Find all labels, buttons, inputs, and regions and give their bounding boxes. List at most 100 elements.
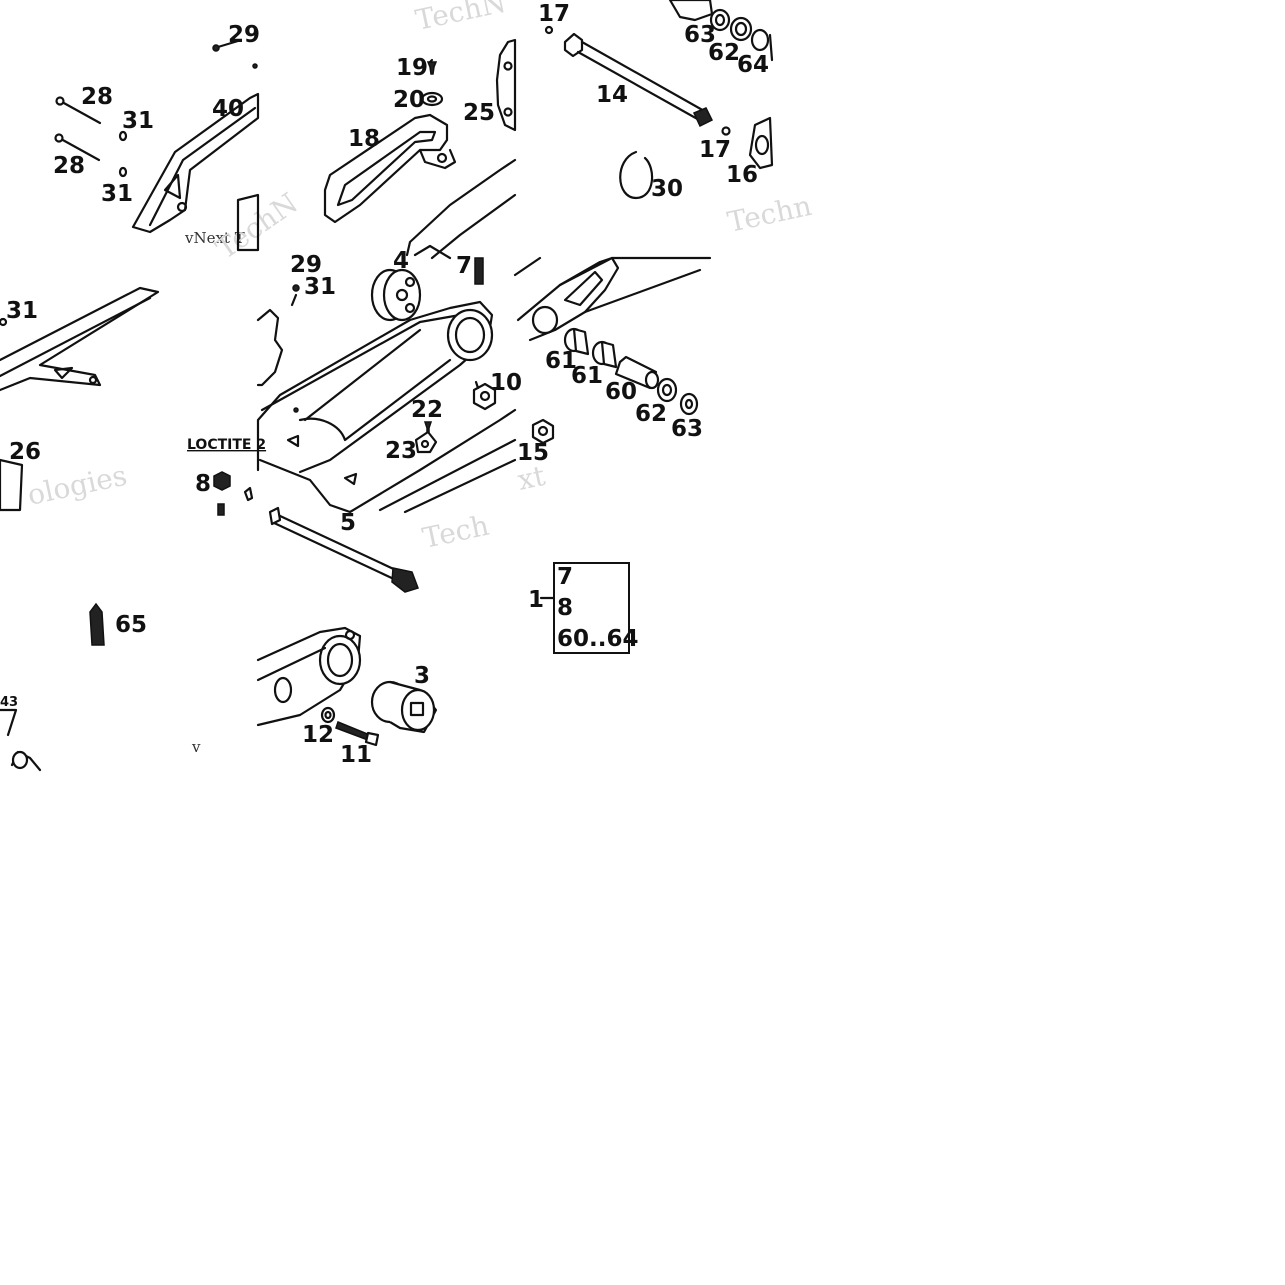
axle-14: [576, 40, 708, 123]
callout-15: 15: [517, 440, 549, 466]
swingarm-tube: [303, 328, 422, 422]
swingarm-window: [563, 270, 604, 307]
bearing-bore: [714, 13, 726, 27]
watermark: TechN: [413, 0, 509, 37]
chain-guide-group: [54, 39, 260, 252]
callout-31: 31: [122, 108, 154, 134]
swingarm-right-bore: [531, 305, 559, 335]
washer-31: [292, 284, 300, 292]
brake-bracket: [256, 308, 284, 387]
swingarm-right-tube: [583, 268, 702, 314]
pivot-bush-bore: [395, 288, 409, 302]
needle-bearing-61-body: [600, 340, 618, 369]
bolt-29: [216, 39, 240, 49]
bearing-bore: [684, 398, 694, 410]
bolt-28-lower: [59, 137, 101, 162]
bolt-head: [212, 44, 220, 52]
callout-61: 61: [571, 363, 603, 389]
nut-15: [531, 418, 555, 445]
nut-bore: [479, 390, 491, 402]
bracket-hole: [503, 61, 513, 71]
callout-63: 63: [671, 416, 703, 442]
screw-22: [423, 421, 433, 433]
callout-62: 62: [708, 40, 740, 66]
pivot-bush-hole: [404, 276, 416, 288]
eccentric-bush-face: [400, 688, 436, 732]
chain-slider-inner: [336, 130, 437, 207]
seal-bore: [661, 383, 673, 397]
leader-line: [474, 380, 480, 390]
sleeve-end: [644, 370, 660, 390]
callout-5: 5: [340, 510, 356, 536]
mount-tab: [286, 434, 300, 448]
chain-guide-slot: [163, 173, 182, 200]
fitting-end: [11, 750, 29, 770]
chain-slider-hole: [436, 152, 448, 164]
seal-62: [729, 16, 753, 42]
callout-40: 40: [212, 96, 244, 122]
callout-29: 29: [228, 22, 260, 48]
callout-28: 28: [53, 153, 85, 179]
leader-line: [290, 293, 298, 307]
callout-31: 31: [304, 274, 336, 300]
swingarm-end-inner: [326, 642, 354, 678]
kit-box: [553, 562, 630, 654]
callout-25: 25: [463, 100, 495, 126]
washer-31: [118, 166, 128, 178]
seal-62: [656, 377, 678, 403]
chain-slider-group: [323, 38, 517, 260]
chain-guard-slot: [53, 366, 74, 380]
callout-18: 18: [348, 126, 380, 152]
callout-63: 63: [684, 22, 716, 48]
callout-17: 17: [538, 1, 570, 27]
callout-31: 31: [101, 181, 133, 207]
ring-64: [750, 28, 770, 52]
nut-17: [544, 25, 554, 35]
swingarm-end-bore: [318, 634, 362, 686]
callout-28: 28: [81, 84, 113, 110]
callout-20: 20: [393, 87, 425, 113]
bolt-tip: [252, 63, 258, 69]
watermark: Techn: [725, 189, 815, 239]
bracket-hole: [503, 107, 513, 117]
washer-20: [420, 91, 444, 107]
swingarm-pivot-inner: [454, 316, 486, 354]
callout-61: 61: [545, 348, 577, 374]
callout-31: 31: [6, 298, 38, 324]
screw-19: [426, 61, 438, 75]
callout-14: 14: [596, 82, 628, 108]
ring-64-edge: [768, 33, 774, 62]
bolt-head: [54, 133, 64, 143]
kit-item: 8: [557, 595, 573, 621]
chain-guide-40: [131, 92, 260, 234]
rivet: [293, 407, 299, 413]
swingarm-edge: [430, 193, 517, 260]
watermark: v: [191, 738, 201, 756]
washer-12: [320, 706, 336, 724]
swingarm-right-top: [513, 256, 712, 287]
chain-guide-hole: [176, 201, 188, 213]
callout-60: 60: [605, 379, 637, 405]
swingarm-pivot-bore: [446, 308, 494, 362]
axle-5: [270, 513, 402, 582]
callout-10: 10: [490, 370, 522, 396]
chain-guard: [0, 286, 160, 392]
swingarm-edge: [405, 158, 517, 257]
axle-5-end: [268, 506, 282, 526]
callout-3: 3: [414, 663, 430, 689]
housing-top: [668, 0, 714, 22]
nut-10: [472, 382, 497, 411]
grease-tube-65: [89, 602, 105, 646]
callout-8: 8: [195, 471, 211, 497]
leader-line: [428, 58, 434, 64]
swingarm-lower: [403, 458, 517, 514]
lower-axle-group: [256, 506, 438, 747]
callout-4: 4: [393, 248, 409, 274]
watermark: vNext T: [184, 229, 245, 247]
watermark: ologies: [25, 459, 130, 512]
callout-65: 65: [115, 612, 147, 638]
swingarm-right: [516, 256, 620, 342]
bolt-11-head: [364, 731, 380, 747]
swingarm-body-group: [213, 257, 517, 516]
